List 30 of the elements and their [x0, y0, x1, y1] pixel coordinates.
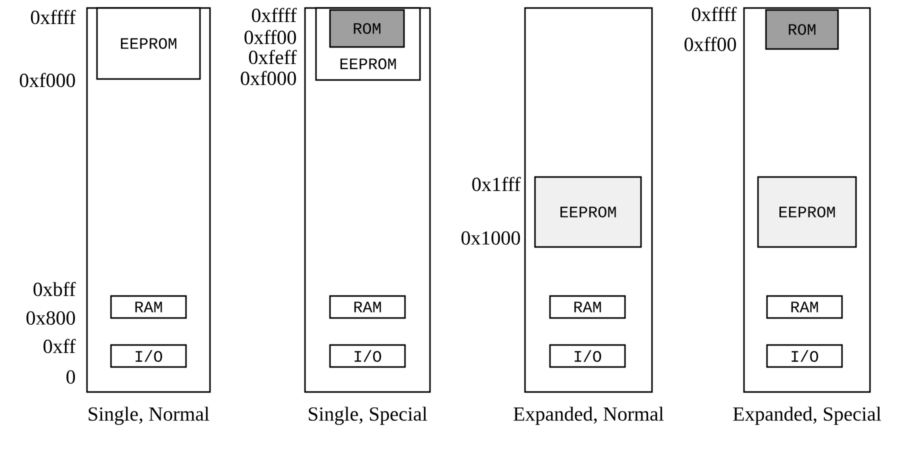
memory-region-box: EEPROM: [534, 176, 642, 248]
map-caption: Expanded, Normal: [514, 406, 664, 425]
address-label: 0xf000: [240, 70, 296, 86]
memory-region-box: I/O: [549, 344, 626, 368]
memory-region-box: RAM: [549, 295, 626, 319]
map-caption: Single, Special: [308, 406, 428, 425]
memory-region-box: RAM: [766, 295, 843, 319]
memory-region-box: RAM: [329, 295, 406, 319]
address-label: 0xbff: [34, 282, 76, 296]
map-caption: Single, Normal: [88, 406, 210, 425]
memory-region-box: EEPROM: [757, 176, 857, 248]
address-label: 0xff: [44, 338, 76, 354]
memory-region-box: I/O: [766, 344, 843, 368]
address-label: 0xfeff: [249, 50, 297, 64]
map-caption: Expanded, Special: [733, 406, 882, 425]
address-label: 0xffff: [252, 8, 297, 22]
memory-region-box: EEPROM: [96, 7, 201, 80]
memory-region-box: ROM: [765, 9, 839, 50]
address-label: 0: [66, 370, 75, 384]
memory-region-box: I/O: [110, 344, 187, 368]
address-label: 0xff00: [244, 30, 296, 44]
address-label: 0x1000: [462, 231, 520, 245]
address-label: 0xffff: [692, 6, 737, 22]
memory-region-box: ROM: [329, 9, 405, 48]
address-label: 0xff00: [684, 36, 736, 52]
memory-region-box: I/O: [329, 344, 406, 368]
address-label: 0xffff: [30, 10, 76, 24]
address-label: 0x800: [26, 311, 75, 325]
memory-region-box: RAM: [110, 295, 187, 319]
address-label: 0xf000: [20, 72, 75, 88]
